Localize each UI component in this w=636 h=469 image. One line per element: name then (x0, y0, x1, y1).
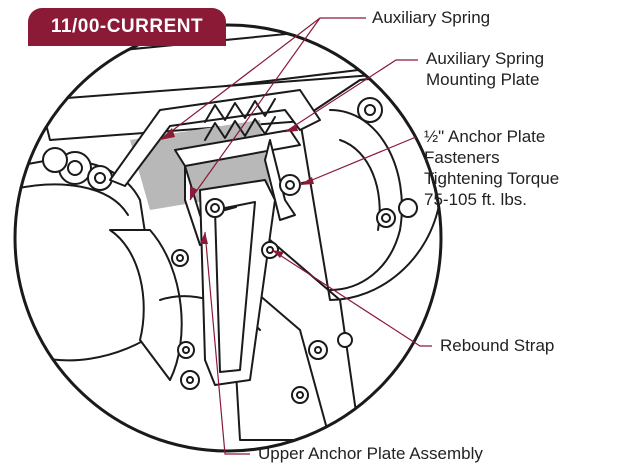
callout-anchor-fasteners-line-2: Fasteners (424, 148, 500, 167)
callout-auxiliary-spring-text: Auxiliary Spring (372, 8, 491, 27)
date-range-badge: 11/00-CURRENT (28, 8, 226, 46)
callout-mounting-plate-line-1: Auxiliary Spring (426, 49, 545, 68)
callout-anchor-fasteners-line-3: Tightening Torque (424, 169, 560, 188)
leader-endpoints (160, 124, 314, 258)
leader-anchor-fasteners (299, 136, 417, 186)
callout-anchor-fasteners-line-1: ½" Anchor Plate (424, 127, 546, 146)
callout-mounting-plate: Auxiliary Spring Mounting Plate (426, 48, 544, 90)
leader-rebound-strap (271, 249, 432, 347)
leader-mounting-plate (284, 59, 418, 133)
callout-anchor-fasteners-line-4: 75-105 ft. lbs. (424, 190, 528, 209)
callout-upper-anchor: Upper Anchor Plate Assembly (258, 443, 483, 464)
callout-auxiliary-spring: Auxiliary Spring (372, 7, 490, 28)
leader-upper-anchor (204, 231, 250, 455)
leader-lines (159, 17, 432, 455)
callout-rebound-strap: Rebound Strap (440, 335, 554, 356)
magnifier-outline (13, 23, 443, 453)
callout-anchor-fasteners: ½" Anchor Plate Fasteners Tightening Tor… (424, 126, 559, 210)
magnified-view (15, 25, 441, 441)
leader-auxiliary-spring-2 (189, 17, 321, 201)
callout-mounting-plate-line-2: Mounting Plate (426, 70, 540, 89)
callout-rebound-strap-text: Rebound Strap (440, 336, 555, 355)
callout-upper-anchor-text: Upper Anchor Plate Assembly (258, 444, 483, 463)
